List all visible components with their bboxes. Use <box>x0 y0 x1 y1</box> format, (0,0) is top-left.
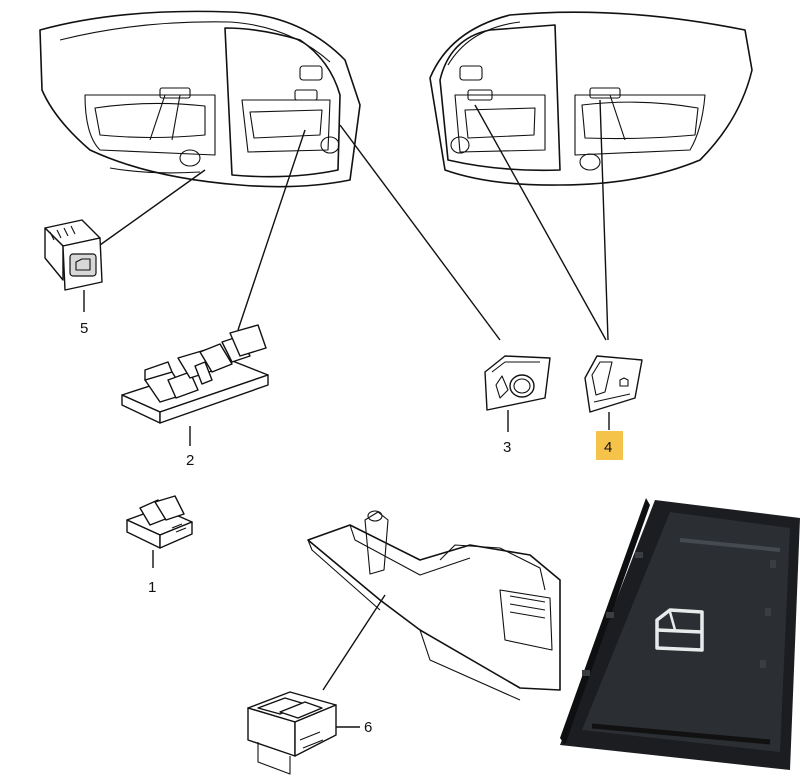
window-glyph-icon <box>655 608 704 652</box>
right-door-panel-illustration <box>429 11 753 186</box>
window-glyph-icon <box>75 258 91 271</box>
part-3-mirror-adjust-switch <box>484 355 551 411</box>
callout-3: 3 <box>503 439 511 456</box>
callout-1: 1 <box>148 579 156 596</box>
center-console-illustration <box>307 510 561 701</box>
part-5-switch <box>44 219 103 291</box>
part-6-console-switch <box>247 691 337 775</box>
callout-4-highlight <box>596 431 623 460</box>
part-1-single-switch <box>126 495 193 549</box>
leader-lines <box>99 99 609 691</box>
part-2-master-switch <box>121 324 269 424</box>
callout-2: 2 <box>186 452 194 469</box>
callout-6: 6 <box>364 719 372 736</box>
callout-labels: 5 2 3 4 1 6 <box>80 290 623 736</box>
product-photo-window-switch <box>560 498 800 770</box>
callout-4: 4 <box>604 439 612 456</box>
callout-5: 5 <box>80 320 88 337</box>
part-4-window-switch <box>584 355 643 413</box>
left-door-panel-illustration <box>39 10 361 188</box>
